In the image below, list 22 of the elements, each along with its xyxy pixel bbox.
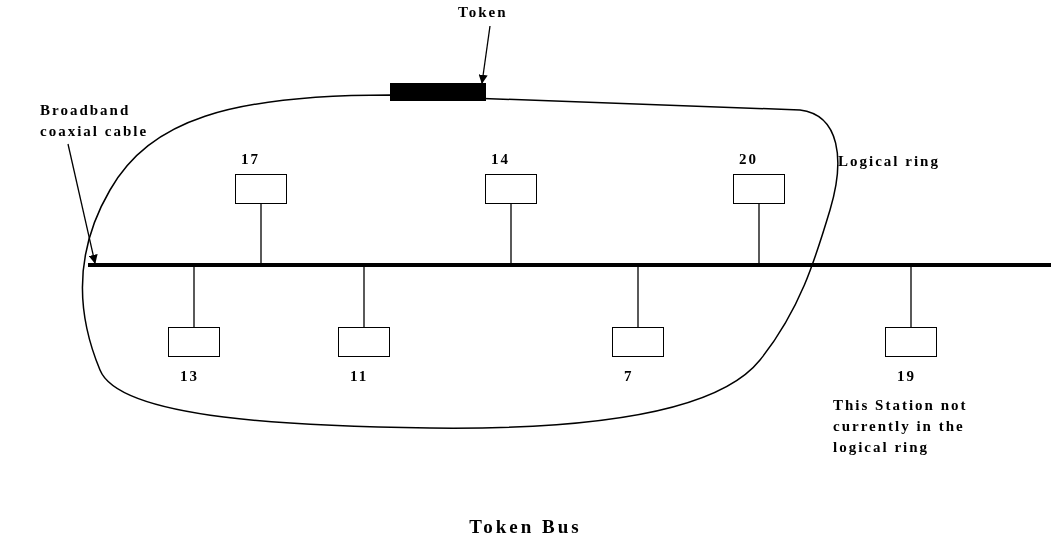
station-number: 7	[624, 367, 634, 385]
drop-line	[193, 266, 195, 328]
note-text: This Station not currently in the logical ring	[833, 396, 969, 457]
token-block	[390, 83, 486, 101]
station-number: 20	[739, 150, 758, 168]
drop-line	[637, 266, 639, 328]
caption: Token Bus	[468, 518, 583, 536]
drop-line	[758, 203, 760, 264]
station-number: 14	[491, 150, 510, 168]
station-number: 19	[897, 367, 916, 385]
station-number: 11	[350, 367, 369, 385]
arrow	[478, 25, 491, 84]
cable-label: Broadband coaxial cable	[40, 100, 175, 142]
station-number: 17	[241, 150, 260, 168]
drop-line	[510, 203, 512, 264]
drop-line	[363, 266, 365, 328]
drop-line	[910, 266, 912, 328]
token-label: Token	[458, 2, 528, 23]
drop-line	[260, 203, 262, 264]
arrow	[67, 143, 98, 264]
station-number: 13	[180, 367, 199, 385]
ring-label: Logical ring	[838, 152, 940, 170]
